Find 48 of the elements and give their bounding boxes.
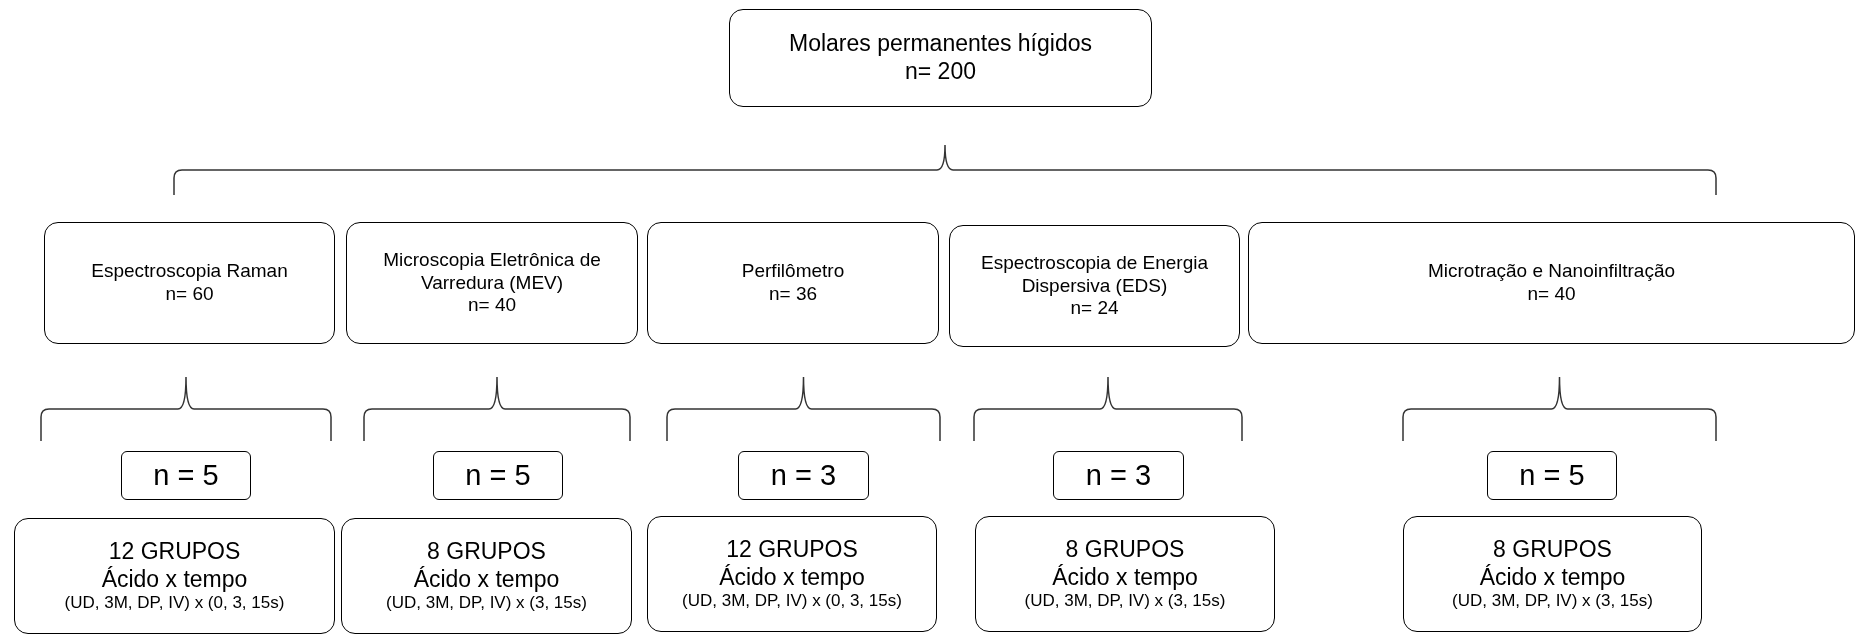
node-text: (UD, 3M, DP, IV) x (3, 15s) xyxy=(1452,591,1653,612)
sample-count: n= 40 xyxy=(467,294,517,318)
sample-size-box xyxy=(738,451,869,500)
method-box xyxy=(44,222,335,344)
sample-size-box xyxy=(1487,451,1617,500)
group-box xyxy=(975,516,1275,632)
method-box xyxy=(346,222,638,344)
node-text: (UD, 3M, DP, IV) x (3, 15s) xyxy=(386,593,587,614)
node-text: Ácido x tempo xyxy=(1052,563,1198,592)
node-title: Molares permanentes hígidos xyxy=(789,30,1092,58)
sample-count: n= 36 xyxy=(768,283,818,306)
node-title: 8 GRUPOS xyxy=(1493,536,1612,564)
node-title: n = 5 xyxy=(1519,458,1585,493)
sample-size-box xyxy=(433,451,563,500)
node-title: 12 GRUPOS xyxy=(108,538,241,566)
node-text: (UD, 3M, DP, IV) x (3, 15s) xyxy=(1024,591,1226,612)
node-title: 12 GRUPOS xyxy=(726,536,858,564)
group-box xyxy=(341,518,632,634)
sample-size-box xyxy=(1053,451,1184,500)
node-text: Ácido x tempo xyxy=(101,565,248,594)
method-box xyxy=(647,222,939,344)
node-text: (UD, 3M, DP, IV) x (0, 3, 15s) xyxy=(64,593,285,614)
node-title: Microscopia Eletrônica de Varredura (MEV) xyxy=(382,248,602,295)
sample-size-box xyxy=(121,451,251,500)
sample-count: n= 200 xyxy=(905,58,976,86)
node-title: n = 3 xyxy=(770,458,837,493)
node-title: Espectroscopia Raman xyxy=(91,260,288,283)
node-title: n = 3 xyxy=(1085,458,1152,493)
node-title: Espectroscopia de Energia Dispersiva (EDS) xyxy=(979,251,1210,298)
method-box xyxy=(1248,222,1855,344)
node-text: Ácido x tempo xyxy=(1479,563,1626,592)
group-box xyxy=(647,516,937,632)
node-text: Ácido x tempo xyxy=(413,565,560,594)
group-box xyxy=(1403,516,1702,632)
node-title: 8 GRUPOS xyxy=(1065,536,1185,564)
node-text: (UD, 3M, DP, IV) x (0, 3, 15s) xyxy=(682,591,902,612)
sample-box xyxy=(729,9,1152,107)
group-box xyxy=(14,518,335,634)
sample-count: n= 60 xyxy=(165,283,214,306)
node-title: Microtração e Nanoinfiltração xyxy=(1427,260,1676,283)
method-box xyxy=(949,225,1240,347)
sample-count: n= 24 xyxy=(1070,297,1119,321)
sample-count: n= 40 xyxy=(1527,283,1576,306)
node-title: 8 GRUPOS xyxy=(427,538,546,566)
node-title: Perfilômetro xyxy=(741,260,845,283)
node-title: n = 5 xyxy=(465,458,531,493)
node-text: Ácido x tempo xyxy=(719,563,865,592)
node-title: n = 5 xyxy=(153,458,219,493)
